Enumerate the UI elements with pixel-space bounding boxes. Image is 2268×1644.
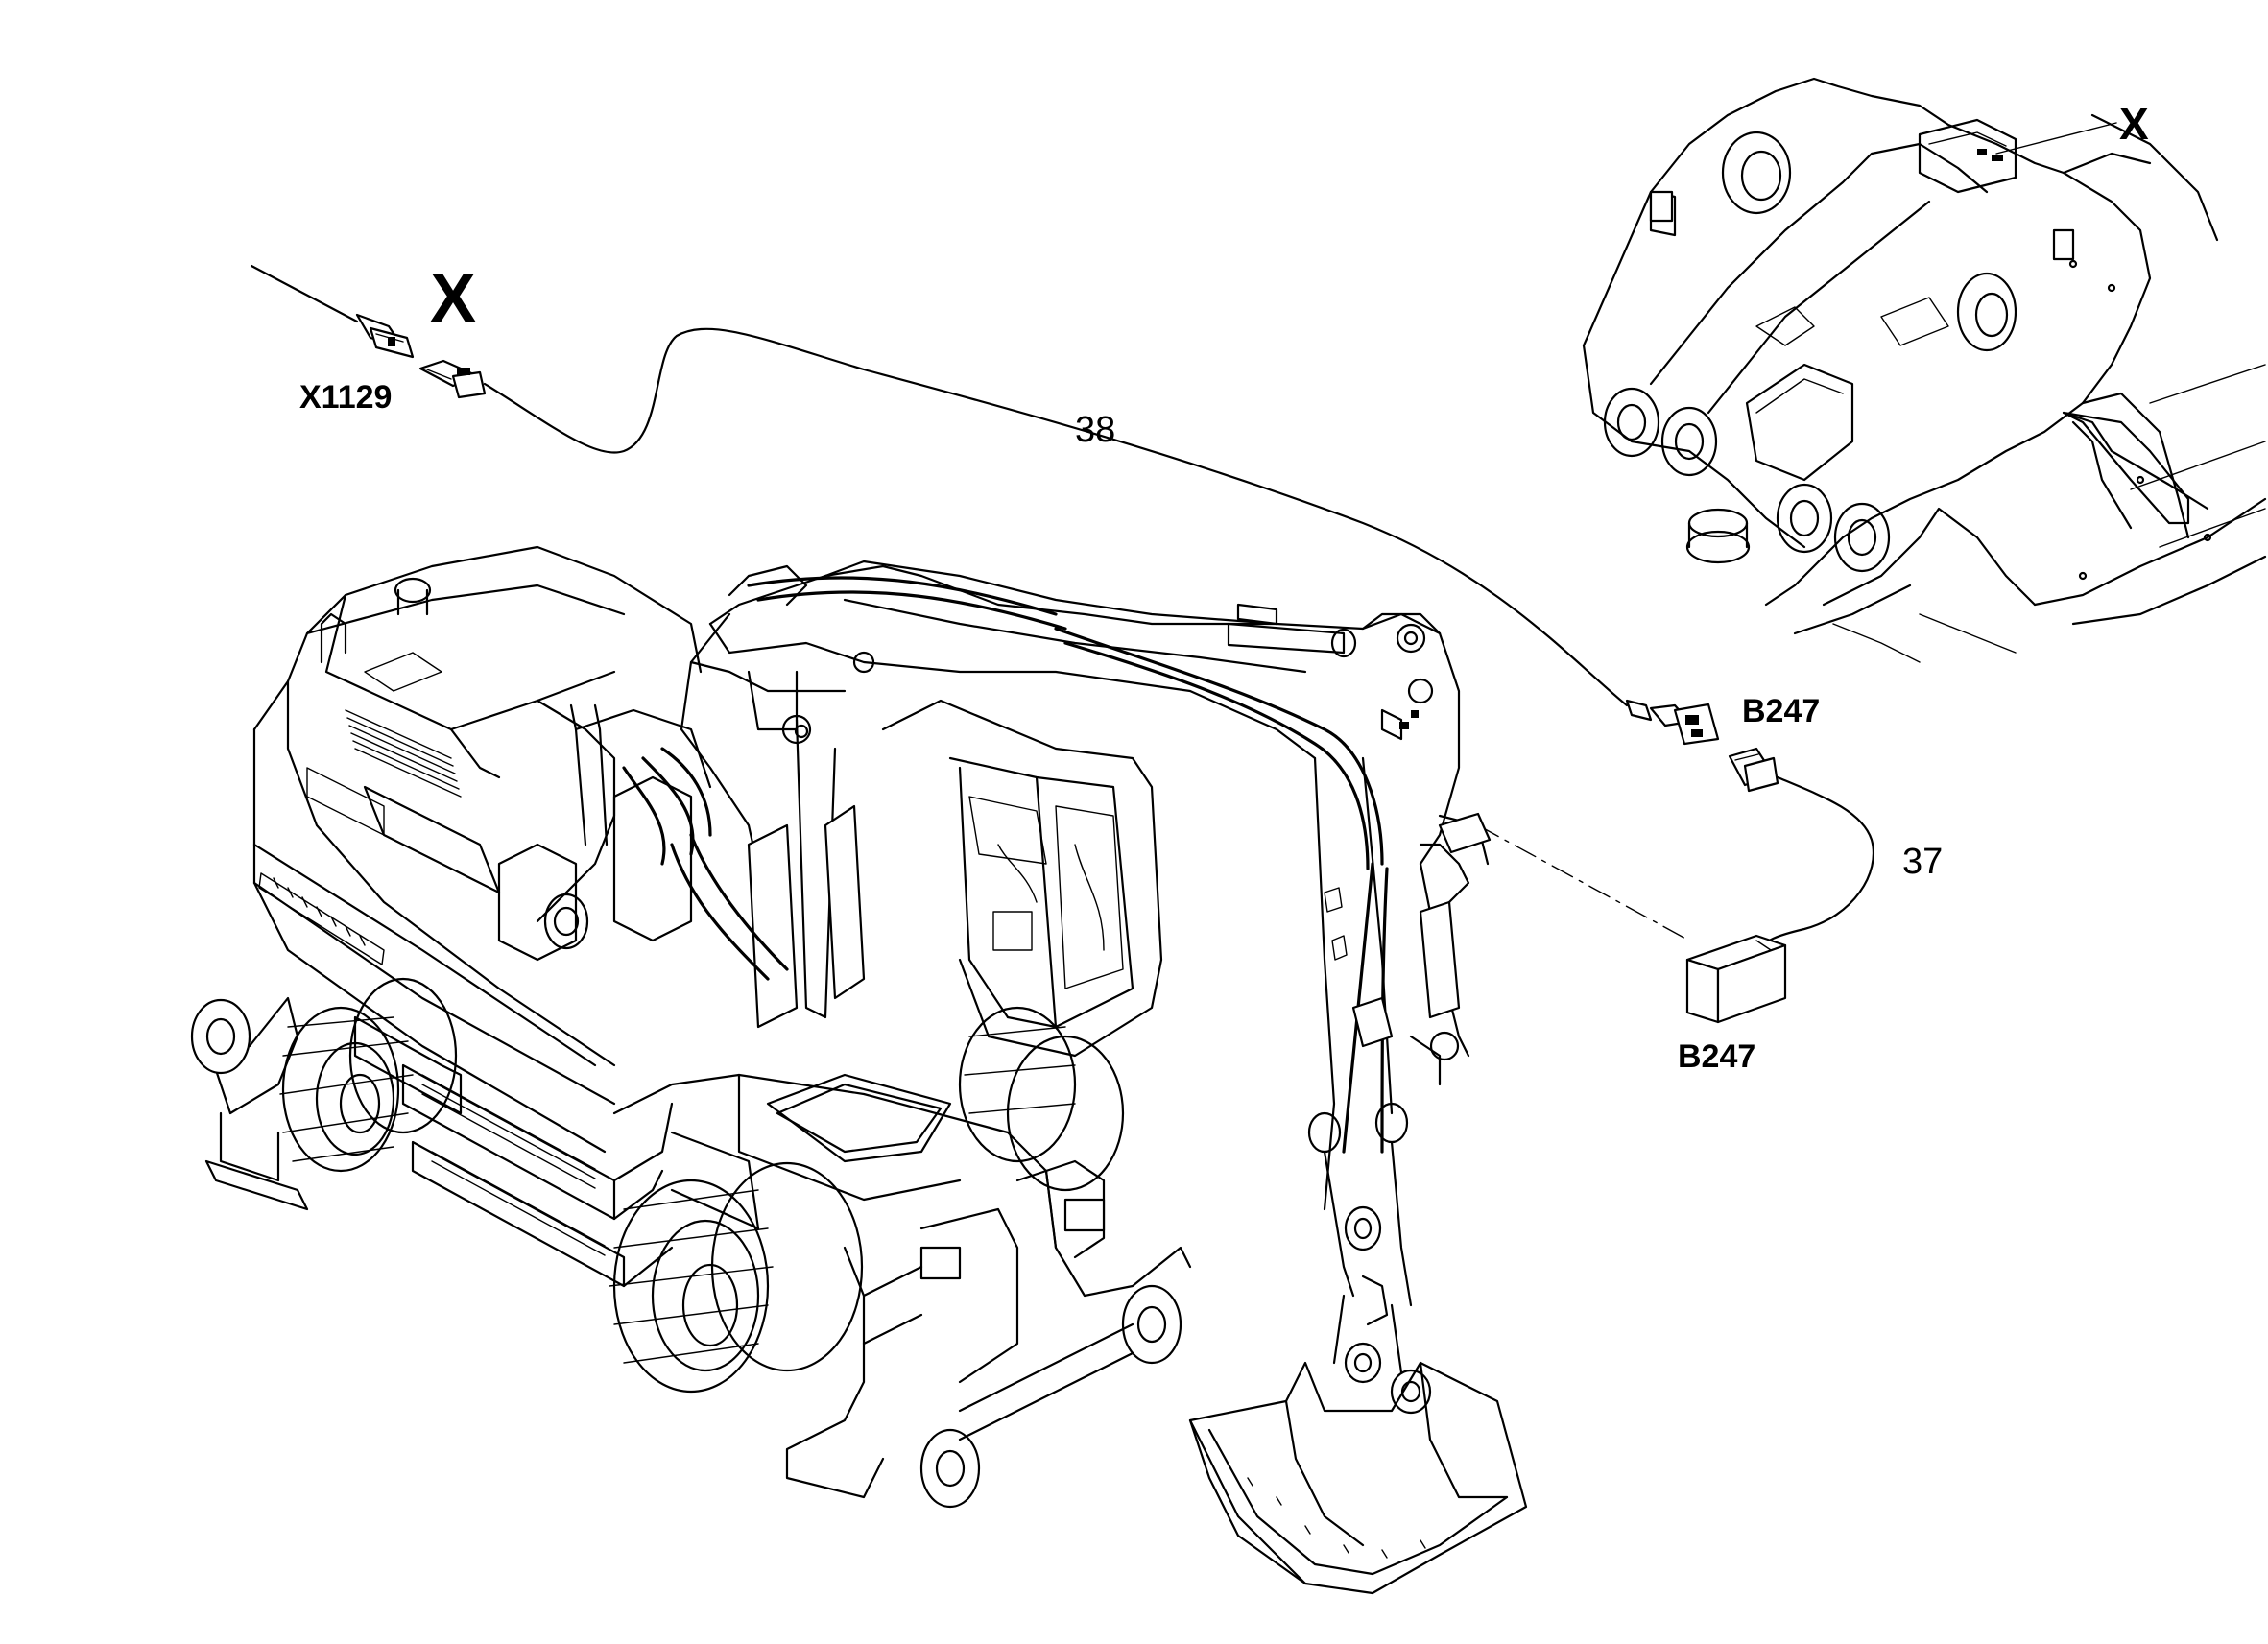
cable-38 [250,264,1653,722]
item-37-label: 37 [1902,842,1943,882]
connector-x1129 [355,313,415,359]
connector-plug-38 [418,359,487,399]
sensor-b247-label: B247 [1678,1038,1755,1075]
cabin [881,699,1163,1058]
sensor-b247 [1685,934,1787,1024]
connector-b247-label: B247 [1742,693,1820,729]
wheel-front-right [609,1161,864,1394]
detail-view-marker: X [2119,99,2149,149]
cable-37 [1755,775,1874,952]
wheel-front-left-inner [348,977,458,1134]
connector-b247 [1649,703,1779,793]
mounting-leader [1477,824,1690,941]
wheel-rear [958,1006,1125,1192]
rail-guide-left [190,996,309,1211]
boom [670,560,1461,1029]
rail-guide-right [785,1159,1192,1509]
item-38-label: 38 [1075,410,1115,450]
connector-x1129-label: X1129 [299,379,392,416]
wheel-front-left [279,1006,414,1173]
liebherr-logo [258,872,385,965]
bucket [1188,1275,1528,1595]
stick [1307,710,1492,1307]
view-marker-main: X [430,260,476,337]
excavator [190,545,1528,1595]
detail-view-x [1582,77,2267,663]
